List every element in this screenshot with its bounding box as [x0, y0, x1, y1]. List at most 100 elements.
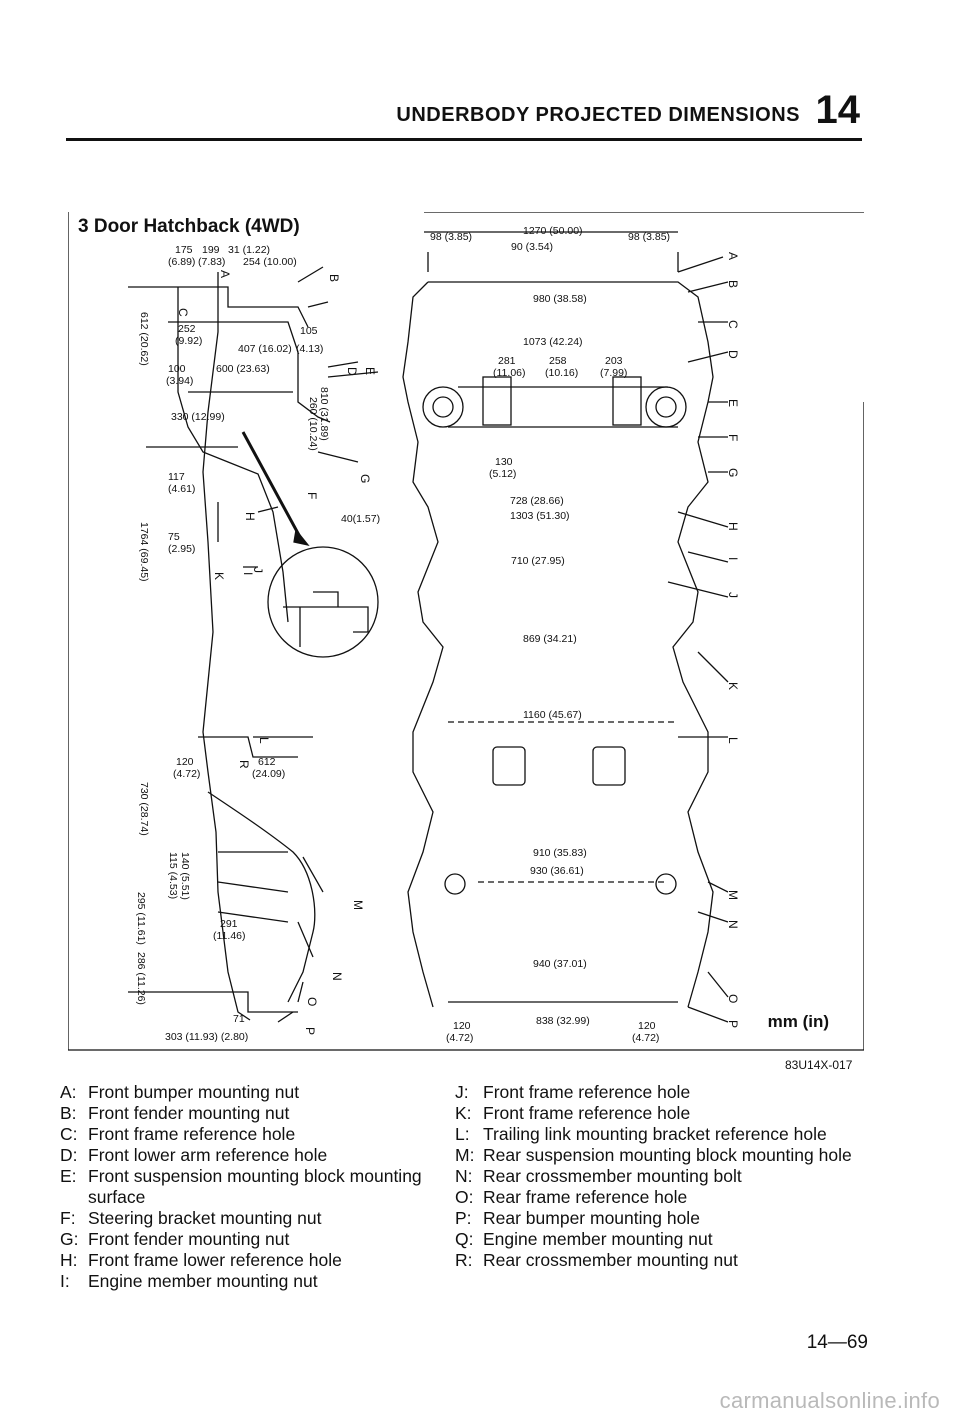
svg-text:75: 75 [168, 531, 180, 543]
legend-item: J:Front frame reference hole [455, 1082, 691, 1102]
svg-text:(2.95): (2.95) [168, 543, 195, 555]
svg-text:105: 105 [300, 325, 318, 337]
legend-item: I:Engine member mounting nut [60, 1271, 318, 1291]
svg-text:90 (3.54): 90 (3.54) [511, 241, 553, 253]
svg-text:1764 (69.45): 1764 (69.45) [138, 522, 150, 582]
svg-text:710 (27.95): 710 (27.95) [511, 555, 565, 567]
svg-text:H: H [726, 522, 740, 531]
legend-item: A:Front bumper mounting nut [60, 1082, 300, 1102]
page-number: 14—69 [806, 1332, 868, 1353]
svg-text:810 (31.89): 810 (31.89) [318, 387, 330, 441]
legend-item: F:Steering bracket mounting nut [60, 1208, 322, 1228]
svg-text:838 (32.99): 838 (32.99) [536, 1015, 590, 1027]
svg-text:M: M [351, 900, 365, 910]
svg-text:869 (34.21): 869 (34.21) [523, 633, 577, 645]
figure-title: 3 Door Hatchback (4WD) [78, 216, 300, 237]
plan-view-outline [428, 281, 714, 1008]
svg-text:120: 120 [638, 1020, 656, 1032]
svg-text:F: F [305, 492, 319, 499]
svg-text:930 (36.61): 930 (36.61) [530, 865, 584, 877]
svg-text:R: R [237, 760, 251, 769]
svg-text:115 (4.53): 115 (4.53) [167, 852, 179, 899]
svg-text:O: O [726, 994, 740, 1003]
svg-text:C: C [176, 308, 190, 317]
svg-text:254 (10.00): 254 (10.00) [243, 256, 297, 268]
legend-item: H:Front frame lower reference hole [60, 1250, 342, 1270]
svg-text:130: 130 [495, 456, 513, 468]
svg-text:260 (10.24): 260 (10.24) [307, 397, 319, 451]
svg-text:I: I [726, 557, 740, 560]
svg-text:252: 252 [178, 323, 196, 335]
svg-text:L: L [257, 737, 271, 744]
legend-item: P:Rear bumper mounting hole [455, 1208, 700, 1228]
svg-text:A: A [726, 252, 740, 260]
legend-item: K:Front frame reference hole [455, 1103, 691, 1123]
svg-text:K: K [726, 682, 740, 690]
svg-text:291: 291 [220, 918, 238, 930]
svg-text:N: N [726, 920, 740, 929]
svg-text:728 (28.66): 728 (28.66) [510, 495, 564, 507]
legend-item: R:Rear crossmember mounting nut [455, 1250, 738, 1270]
figure-code: 83U14X-017 [785, 1058, 853, 1072]
svg-text:N: N [330, 972, 344, 981]
svg-text:(4.61): (4.61) [168, 483, 195, 495]
legend-item: Q:Engine member mounting nut [455, 1229, 713, 1249]
watermark: carmanualsonline.info [719, 1388, 940, 1413]
svg-text:B: B [327, 274, 341, 282]
svg-text:(6.89): (6.89) [168, 256, 195, 268]
svg-text:A: A [218, 270, 232, 278]
legend-item: N:Rear crossmember mounting bolt [455, 1166, 742, 1186]
svg-text:203: 203 [605, 355, 623, 367]
legend-item: G:Front fender mounting nut [60, 1229, 290, 1249]
svg-text:1073 (42.24): 1073 (42.24) [523, 336, 583, 348]
svg-text:98 (3.85): 98 (3.85) [628, 231, 670, 243]
svg-text:P: P [726, 1020, 740, 1028]
svg-text:71: 71 [233, 1013, 245, 1025]
svg-text:D: D [726, 350, 740, 359]
svg-text:286 (11.26): 286 (11.26) [135, 952, 147, 1005]
side-view-outline [202, 272, 251, 1021]
legend-item: O:Rear frame reference hole [455, 1187, 688, 1207]
svg-text:140 (5.51): 140 (5.51) [179, 852, 191, 900]
legend-item: B:Front fender mounting nut [60, 1103, 290, 1123]
svg-text:(10.16): (10.16) [545, 367, 578, 379]
svg-text:1303 (51.30): 1303 (51.30) [510, 510, 570, 522]
page-header: UNDERBODY PROJECTED DIMENSIONS 14 [0, 86, 960, 136]
svg-text:281: 281 [498, 355, 516, 367]
svg-text:J: J [726, 592, 740, 598]
legend-item: C:Front frame reference hole [60, 1124, 296, 1144]
dim-left: 175 [175, 244, 193, 256]
underbody-diagram: 175 (6.89) 199 (7.83) 31 (1.22) 254 (10.… [68, 212, 864, 1052]
svg-text:117: 117 [168, 471, 185, 483]
svg-text:G: G [726, 468, 740, 477]
svg-text:(7.99): (7.99) [600, 367, 627, 379]
svg-text:199: 199 [202, 244, 220, 256]
svg-text:(11.46): (11.46) [213, 930, 246, 942]
svg-text:(3.94): (3.94) [166, 375, 193, 387]
svg-text:C: C [726, 320, 740, 329]
svg-text:330 (12.99): 330 (12.99) [171, 411, 225, 423]
svg-text:120: 120 [176, 756, 194, 768]
diagram-svg: 175 (6.89) 199 (7.83) 31 (1.22) 254 (10.… [68, 212, 864, 1051]
svg-text:J: J [251, 567, 265, 573]
svg-text:D: D [345, 367, 359, 376]
chapter-number: 14 [815, 88, 861, 132]
svg-text:600 (23.63): 600 (23.63) [216, 363, 270, 375]
legend-item: D:Front lower arm reference hole [60, 1145, 328, 1165]
svg-text:(4.72): (4.72) [632, 1032, 659, 1044]
legend-item: E:Front suspension mounting block mounti… [60, 1166, 422, 1207]
svg-text:(7.83): (7.83) [198, 256, 225, 268]
svg-text:P: P [303, 1027, 317, 1035]
svg-text:100: 100 [168, 363, 186, 375]
svg-text:(4.72): (4.72) [173, 768, 200, 780]
svg-text:940 (37.01): 940 (37.01) [533, 958, 587, 970]
svg-text:1270 (50.00): 1270 (50.00) [523, 225, 583, 237]
svg-text:910 (35.83): 910 (35.83) [533, 847, 587, 859]
svg-text:G: G [358, 474, 372, 483]
svg-text:E: E [726, 399, 740, 407]
svg-text:120: 120 [453, 1020, 471, 1032]
svg-text:612 (20.62): 612 (20.62) [138, 312, 150, 366]
svg-text:407 (16.02): 407 (16.02) [238, 343, 292, 355]
svg-text:258: 258 [549, 355, 567, 367]
svg-text:O: O [305, 997, 319, 1006]
